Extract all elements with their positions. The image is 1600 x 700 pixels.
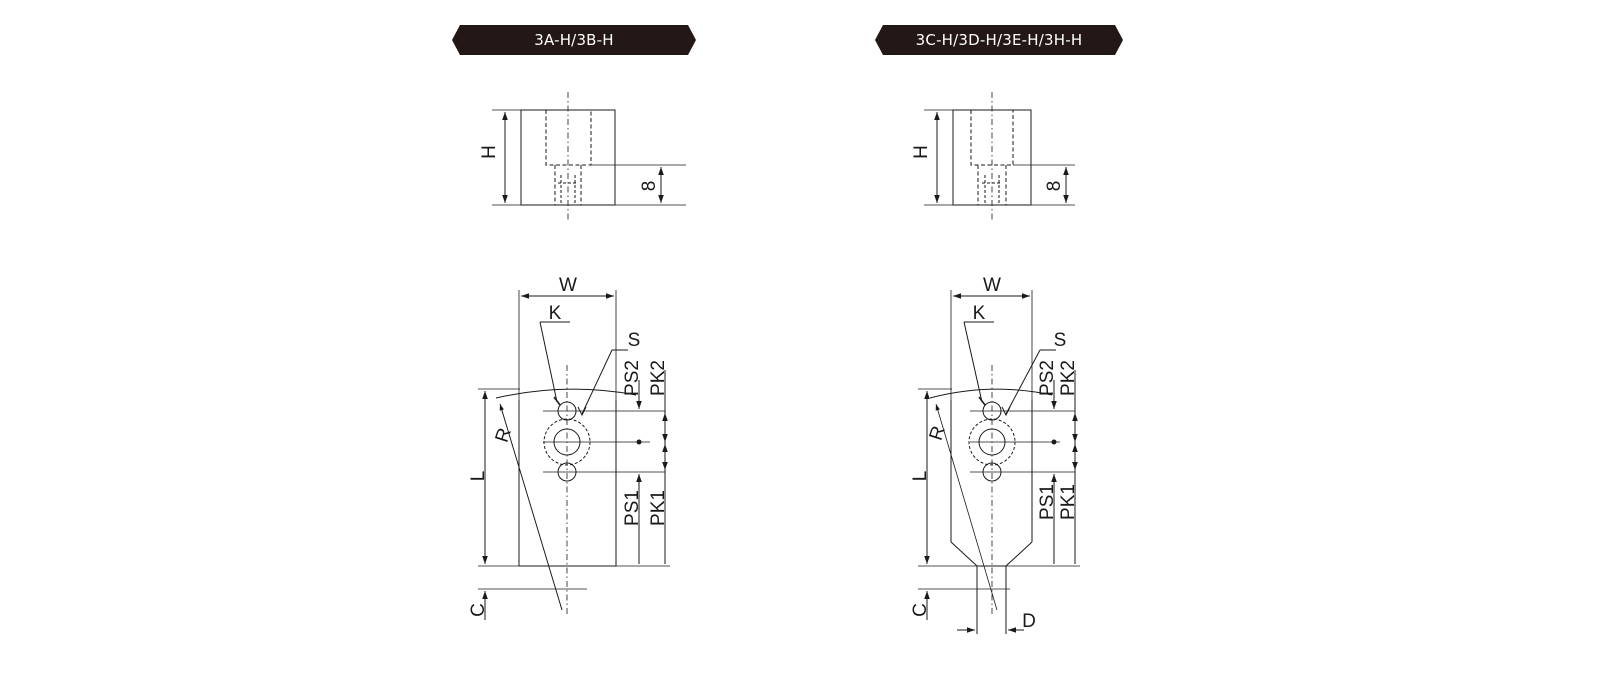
left-label-k: K	[549, 303, 562, 324]
left-label-s: S	[628, 330, 641, 351]
left-dim-pk1: PK1	[648, 490, 669, 526]
right-dim-r: R	[926, 424, 950, 444]
right-dim-pk2: PK2	[1058, 360, 1079, 396]
left-dim-8: 8	[639, 181, 660, 192]
right-dim-d: D	[1022, 611, 1036, 632]
header-left-text: 3A-H/3B-H	[534, 31, 614, 49]
left-dim-h: H	[479, 145, 500, 159]
header-badge-right: 3C-H/3D-H/3E-H/3H-H	[875, 25, 1123, 55]
right-label-s: S	[1054, 330, 1067, 351]
right-dim-ps2: PS2	[1037, 360, 1058, 396]
left-side-view	[492, 92, 686, 220]
right-dim-ps1: PS1	[1037, 484, 1058, 520]
right-dim-l: L	[910, 471, 931, 482]
right-top-view	[918, 290, 1080, 634]
left-top-view	[478, 290, 670, 620]
left-dim-c: C	[468, 603, 489, 617]
right-dim-w: W	[983, 275, 1001, 296]
right-dim-pk1: PK1	[1058, 484, 1079, 520]
right-dim-c: C	[910, 603, 931, 617]
left-dim-l: L	[468, 471, 489, 482]
header-right-text: 3C-H/3D-H/3E-H/3H-H	[915, 31, 1083, 49]
right-label-k: K	[973, 303, 986, 324]
header-badge-left: 3A-H/3B-H	[452, 25, 696, 55]
left-dim-r: R	[492, 426, 516, 446]
left-dim-ps2: PS2	[622, 360, 643, 396]
right-side-view	[924, 92, 1075, 220]
left-dim-pk2: PK2	[648, 360, 669, 396]
left-dim-w: W	[559, 275, 577, 296]
right-dim-8: 8	[1044, 181, 1065, 192]
right-dim-h: H	[911, 145, 932, 159]
left-dim-ps1: PS1	[622, 490, 643, 526]
